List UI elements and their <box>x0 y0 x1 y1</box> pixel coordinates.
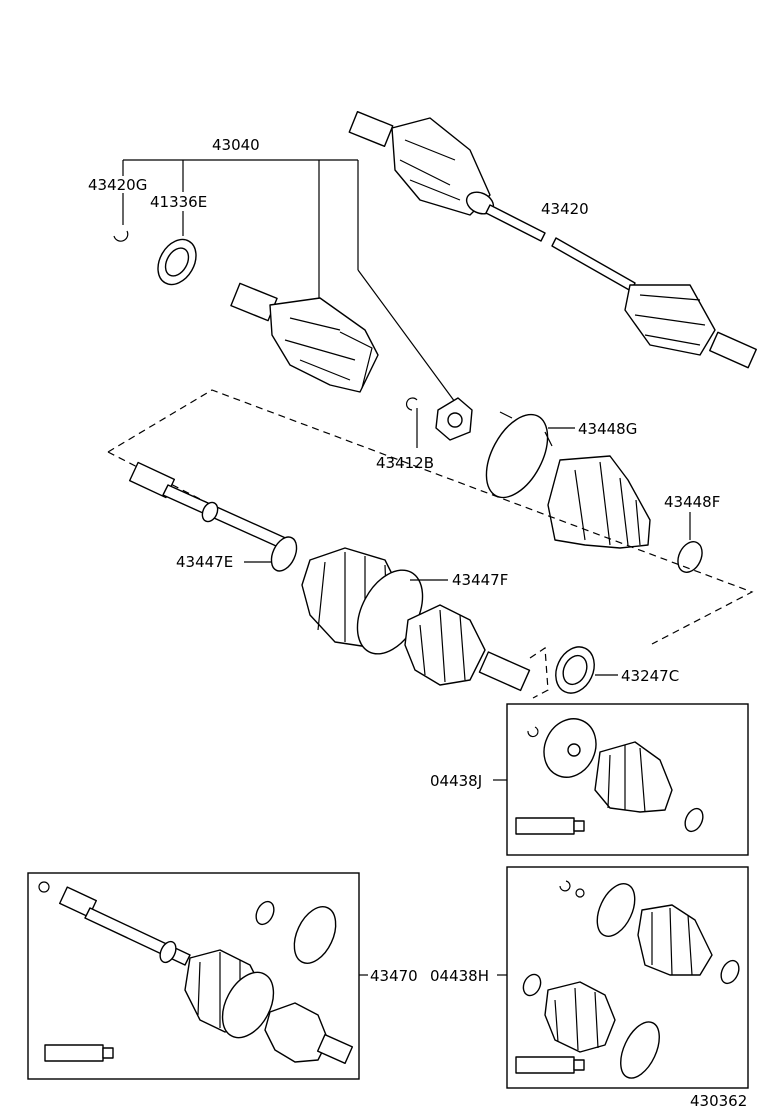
label-41336e: 41336E <box>150 193 207 211</box>
label-43470: 43470 <box>370 967 418 985</box>
label-43448g: 43448G <box>578 420 637 438</box>
label-43040: 43040 <box>212 136 260 154</box>
outboard-joint-assy <box>230 282 379 393</box>
label-04438j: 04438J <box>430 772 482 790</box>
label-43247c: 43247C <box>621 667 679 685</box>
boot-clamp-43448g <box>485 411 553 499</box>
boot-clamp-43447e <box>270 536 298 572</box>
label-43420g: 43420G <box>88 176 147 194</box>
boot-kit-box-04438h <box>506 866 749 1089</box>
inner-shaft <box>128 461 291 551</box>
boot-clamp-43448f <box>677 541 703 573</box>
exploded-region-outline <box>107 389 754 645</box>
diagram-code: 430362 <box>690 1092 747 1110</box>
tripod-joint <box>435 397 473 441</box>
snap-ring-43420g <box>113 230 129 242</box>
boot-kit-box-04438j <box>506 703 749 856</box>
label-43412b: 43412B <box>376 454 434 472</box>
snap-ring-43412b <box>406 397 418 411</box>
label-43420: 43420 <box>541 200 589 218</box>
leader-lines-43040 <box>122 159 456 403</box>
bearing-seal-41336e <box>157 238 197 286</box>
shaft-box-43470 <box>27 872 360 1080</box>
dust-deflector-43247c <box>529 646 595 699</box>
label-43447e: 43447E <box>176 553 233 571</box>
label-43447f: 43447F <box>452 571 508 589</box>
drive-shaft-assy <box>348 110 757 369</box>
label-04438h: 04438H <box>430 967 489 985</box>
cv-joint-inboard <box>404 604 531 692</box>
label-43448f: 43448F <box>664 493 720 511</box>
